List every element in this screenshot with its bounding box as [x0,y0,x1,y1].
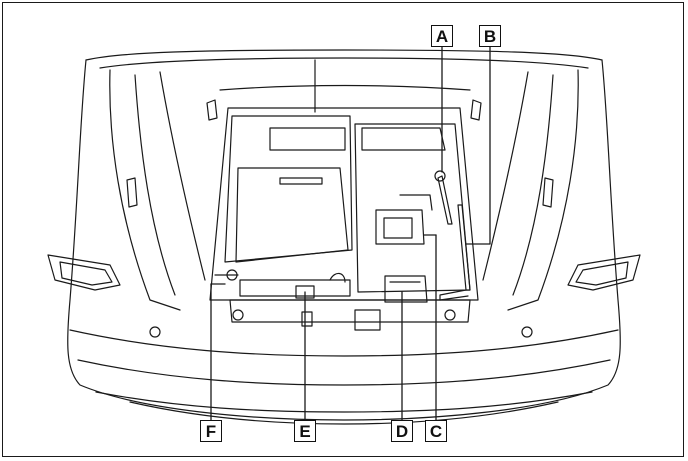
callout-leader-lines [210,45,491,421]
callout-label-c: C [425,420,447,442]
callout-label-d: D [391,420,413,442]
tool-kit-items [214,170,471,331]
callout-label-b: B [479,25,501,47]
callout-label-a: A [431,25,453,47]
callout-label-f: F [200,420,222,442]
cargo-floor [209,59,479,301]
callout-label-e: E [294,420,316,442]
vehicle-body-outline [47,49,641,425]
figure-frame [2,2,684,457]
